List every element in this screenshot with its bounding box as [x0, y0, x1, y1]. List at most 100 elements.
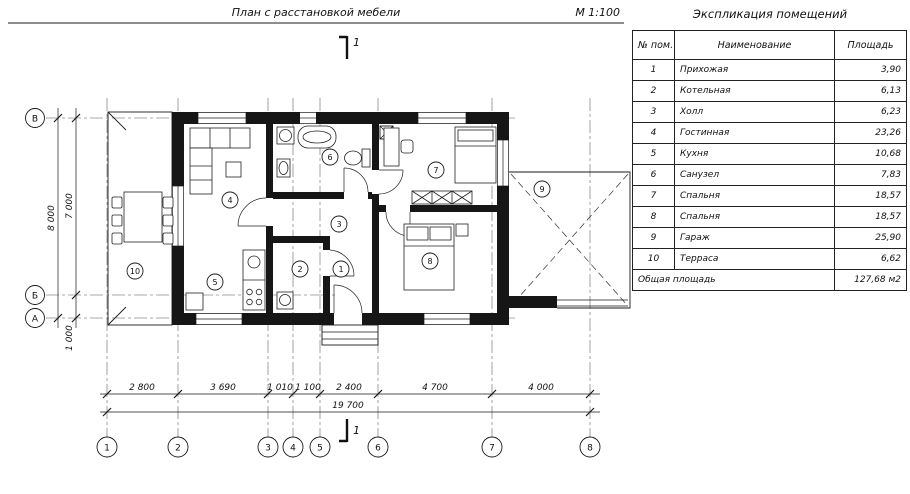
room-name: Гостинная [674, 122, 835, 144]
dim-3-4: 1 010 [267, 383, 293, 393]
axis-label-8: 8 [587, 443, 593, 453]
plan-header: План с расстановкой мебели М 1:100 [8, 6, 624, 24]
furniture-bedroom-7 [383, 126, 497, 205]
room-area: 6,13 [834, 80, 907, 102]
dim-b-a: 1 000 [65, 325, 75, 351]
room-num: 10 [632, 248, 675, 270]
total-label: Общая площадь [632, 269, 835, 291]
axis-label-5: 5 [317, 443, 323, 453]
axis-label-b: Б [32, 291, 38, 301]
dim-v-b: 7 000 [65, 193, 75, 219]
explication-panel: Экспликация помещений № пом. Наименовани… [632, 0, 908, 291]
room-name: Спальня [674, 206, 835, 228]
room-number-5: 5 [212, 278, 217, 287]
entry-porch [321, 324, 379, 346]
room-number-4: 4 [227, 196, 232, 205]
dim-4-5: 1 100 [295, 383, 321, 393]
floor-plan-svg: План с расстановкой мебели М 1:100 [8, 6, 631, 458]
room-area: 6,23 [834, 101, 907, 123]
room-number-2: 2 [297, 265, 302, 274]
room-area: 3,90 [834, 59, 907, 81]
room-num: 2 [632, 80, 675, 102]
col-header-area: Площадь [834, 30, 907, 60]
section-marks: 1 1 [339, 35, 360, 443]
room-area: 7,83 [834, 164, 907, 186]
furniture-dining-set [111, 191, 174, 245]
room-name: Спальня [674, 185, 835, 207]
table-header-row: № пом. Наименование Площадь [632, 30, 907, 60]
doors [237, 167, 411, 325]
col-header-number: № пом. [632, 30, 675, 60]
room-area: 10,68 [834, 143, 907, 165]
section-label-top: 1 [353, 36, 360, 49]
room-number-6: 6 [327, 153, 332, 162]
axis-label-3: 3 [265, 443, 271, 453]
dim-7-8: 4 000 [528, 383, 554, 393]
axis-label-6: 6 [375, 443, 381, 453]
room-num: 4 [632, 122, 675, 144]
dim-2-3: 3 690 [210, 383, 236, 393]
room-number-circles: 1 2 3 4 5 6 7 8 9 10 [126, 148, 551, 291]
section-label-bottom: 1 [353, 424, 360, 437]
room-name: Санузел [674, 164, 835, 186]
axis-label-1: 1 [104, 443, 110, 453]
dim-height-total: 8 000 [47, 205, 57, 231]
interior-walls [266, 124, 497, 313]
room-area: 23,26 [834, 122, 907, 144]
plan-title: План с расстановкой мебели [232, 6, 400, 19]
room-number-7: 7 [433, 166, 438, 175]
room-number-8: 8 [427, 257, 432, 266]
furniture-kitchen [185, 249, 294, 311]
axis-circles: В Б А 1 2 3 4 5 6 7 8 [25, 108, 601, 458]
room-area: 18,57 [834, 185, 907, 207]
dim-total: 19 700 [332, 401, 364, 411]
room-num: 3 [632, 101, 675, 123]
room-name: Холл [674, 101, 835, 123]
room-number-1: 1 [338, 265, 343, 274]
axis-label-4: 4 [290, 443, 296, 453]
room-number-3: 3 [336, 220, 341, 229]
garage [509, 171, 631, 309]
furniture-bathroom [276, 125, 371, 178]
room-name: Прихожая [674, 59, 835, 81]
dimensions-left: 8 000 7 000 1 000 [47, 108, 81, 351]
dim-5-6: 2 400 [336, 383, 362, 393]
dim-6-7: 4 700 [422, 383, 448, 393]
axis-label-7: 7 [489, 443, 495, 453]
room-name: Терраса [674, 248, 835, 270]
room-area: 6,62 [834, 248, 907, 270]
windows [172, 112, 509, 325]
room-number-10: 10 [130, 267, 140, 276]
room-area: 25,90 [834, 227, 907, 249]
dim-1-2: 2 800 [129, 383, 155, 393]
axis-label-v: В [32, 114, 38, 124]
room-num: 1 [632, 59, 675, 81]
room-num: 5 [632, 143, 675, 165]
room-num: 6 [632, 164, 675, 186]
room-num: 9 [632, 227, 675, 249]
axis-label-2: 2 [175, 443, 181, 453]
axis-label-a: А [32, 314, 39, 324]
room-number-9: 9 [539, 185, 544, 194]
room-name: Гараж [674, 227, 835, 249]
room-name: Кухня [674, 143, 835, 165]
room-name: Котельная [674, 80, 835, 102]
room-area: 18,57 [834, 206, 907, 228]
table-total-row: Общая площадь 127,68 м2 [632, 269, 907, 291]
explication-title: Экспликация помещений [692, 7, 848, 21]
room-num: 8 [632, 206, 675, 228]
total-value: 127,68 м2 [834, 269, 907, 291]
col-header-name: Наименование [674, 30, 835, 60]
